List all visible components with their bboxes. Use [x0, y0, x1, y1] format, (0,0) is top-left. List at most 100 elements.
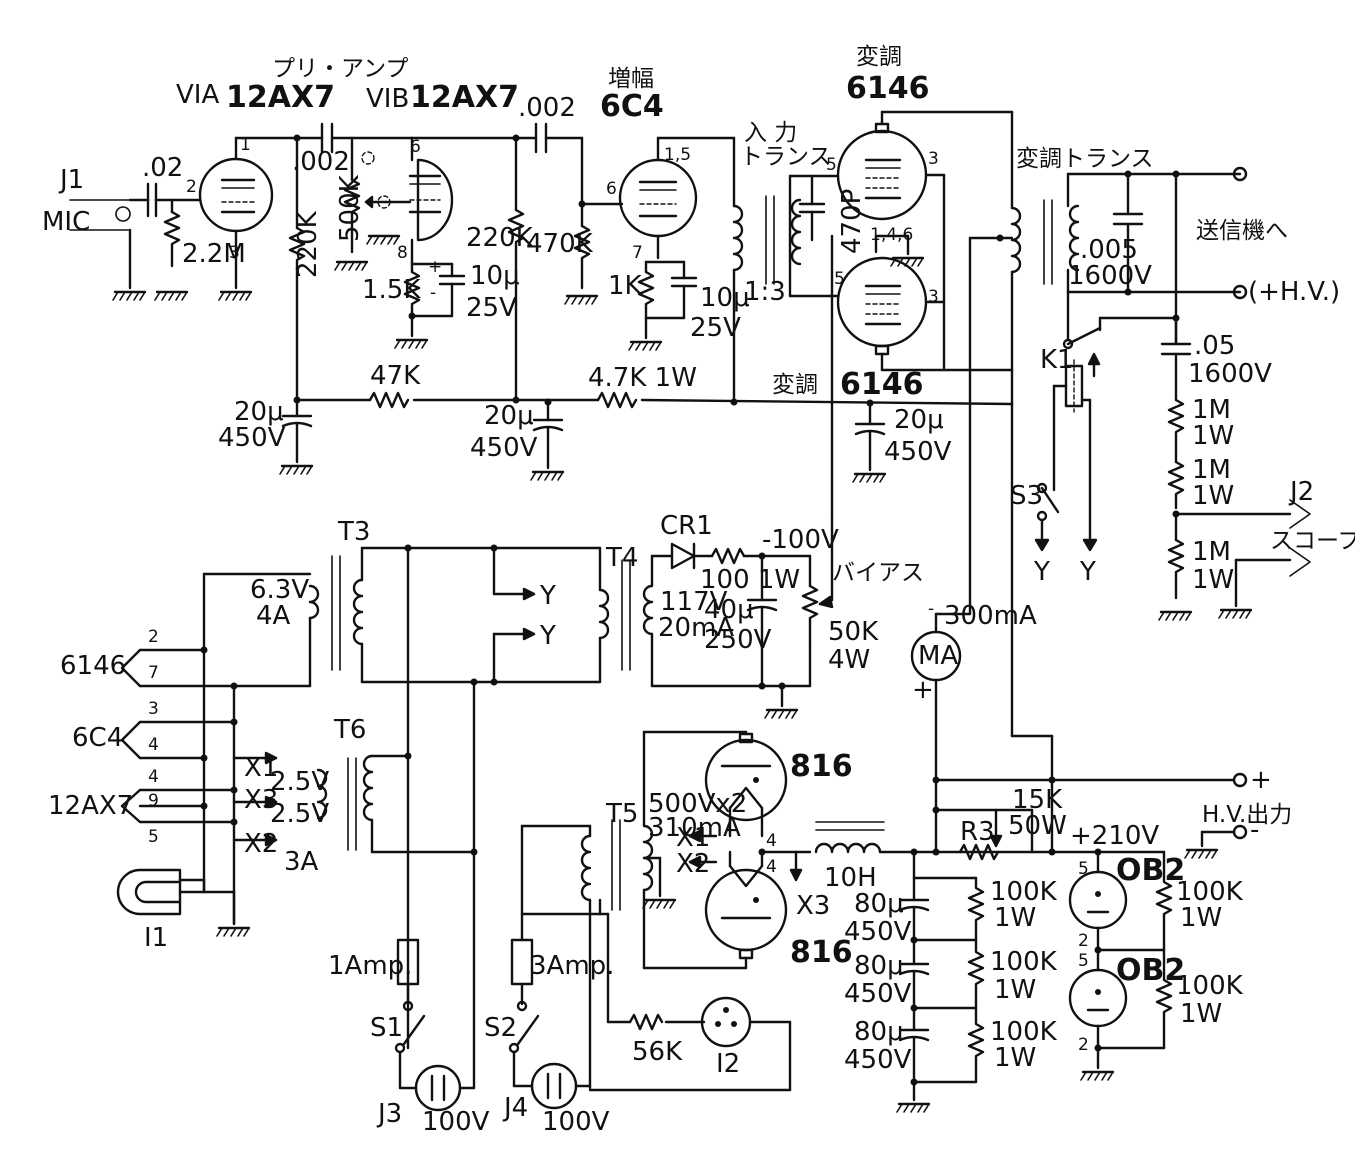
- rect-816-a: 816: [790, 749, 853, 784]
- j4-label: J4: [502, 1093, 528, 1123]
- pin-label: 5: [148, 827, 159, 847]
- t6-label: T6: [333, 715, 366, 745]
- bias-label: バイアス: [832, 560, 924, 586]
- pin-label: 1: [240, 135, 251, 155]
- mod2-type: 6146: [840, 367, 924, 402]
- t4-secondary-current: 20mA: [658, 613, 734, 643]
- pin-label: 2: [1078, 1035, 1089, 1055]
- j3-label: J3: [376, 1099, 402, 1129]
- r-vr1-value-b: 1W: [1180, 903, 1222, 933]
- y-label: Y: [539, 621, 556, 651]
- minus100-label: -100V: [762, 525, 839, 555]
- r-sc1-value-a: 1M: [1192, 395, 1231, 425]
- y-label: Y: [1079, 557, 1096, 587]
- i2-label: I2: [716, 1049, 740, 1079]
- t3-secondary-current: 4A: [256, 601, 291, 631]
- fuse1-label: 1Amp.: [328, 951, 412, 981]
- v1b-label: VIB: [366, 84, 409, 114]
- neon-indicator: [700, 996, 752, 1048]
- input-ratio: 1:3: [744, 277, 786, 307]
- r-cath1-value: 1.5K: [362, 275, 421, 305]
- c-hv3-value-b: 450V: [844, 1045, 912, 1075]
- pin-label: 1,5: [664, 145, 691, 165]
- choke-label: 10H: [824, 863, 877, 893]
- plus-sign: +: [912, 675, 934, 705]
- pin-label: 5: [1078, 951, 1089, 971]
- c-bias-value-b: 250V: [704, 625, 772, 655]
- c-f3-value-a: 20μ: [894, 405, 944, 435]
- j2-label: J2: [1288, 477, 1314, 507]
- pot-bias-value-b: 4W: [828, 645, 870, 675]
- c-f2-value-b: 450V: [470, 433, 538, 463]
- c-scope-value-a: .05: [1194, 331, 1235, 361]
- r-cath2-value: 1K: [608, 271, 643, 301]
- r-sc3-value-b: 1W: [1192, 565, 1234, 595]
- r-hv2-value-a: 100K: [990, 947, 1058, 977]
- filter-cap-3: [851, 401, 887, 484]
- j1-label: J1: [58, 165, 84, 195]
- plus-sign: +: [428, 257, 442, 277]
- pin-label: 6: [606, 179, 617, 199]
- r-sc3-value-a: 1M: [1192, 537, 1231, 567]
- pin-label: 2: [186, 177, 197, 197]
- c-f1-value-a: 20μ: [234, 397, 284, 427]
- t3-label: T3: [337, 517, 370, 547]
- r-hv1-value-b: 1W: [994, 903, 1036, 933]
- pin-label: 9: [148, 791, 159, 811]
- c-f1-value-b: 450V: [218, 423, 286, 453]
- minus-sign: -: [430, 283, 436, 303]
- tube-6c4: [618, 136, 698, 260]
- y-label: Y: [1033, 557, 1050, 587]
- v1a-label: VIA: [176, 80, 219, 110]
- r-hv3-value-b: 1W: [994, 1043, 1036, 1073]
- heater-6c4-label: 6C4: [72, 723, 123, 753]
- r-grid2-value: 470K: [526, 229, 594, 259]
- r-plate1-value: 220K: [293, 210, 323, 278]
- filter-cap-2: [529, 400, 565, 482]
- preamp-title: プリ・アンプ: [272, 56, 408, 82]
- regulator-ob2-top: [1068, 850, 1128, 952]
- k1-label: K1: [1040, 345, 1074, 375]
- modulation-transformer: [1010, 110, 1080, 372]
- s2-label: S2: [484, 1013, 517, 1043]
- pin-label: 3: [928, 149, 939, 169]
- r-sc2-value-b: 1W: [1192, 481, 1234, 511]
- c-f2-value-a: 20μ: [484, 401, 534, 431]
- tube-v1b: [408, 136, 454, 264]
- t6-secondary-1: 2.5V: [270, 767, 329, 797]
- pin-label: 3: [229, 243, 240, 263]
- r-plate2-value: 220K: [466, 223, 534, 253]
- pin-label: 5: [1078, 859, 1089, 879]
- c-scope-value-b: 1600V: [1188, 359, 1272, 389]
- pin-label: 3: [928, 287, 939, 307]
- r-dec1-value: 47K: [370, 361, 421, 391]
- c-f3-value-b: 450V: [884, 437, 952, 467]
- mod-transformer-label: 変調トランス: [1016, 146, 1154, 172]
- c-cath2-value-a: 10μ: [700, 283, 750, 313]
- cr1-label: CR1: [660, 511, 713, 541]
- s3-label: S3: [1010, 481, 1043, 511]
- hv-plus-input-label: (+H.V.): [1248, 277, 1340, 307]
- heater-12ax7-label: 12AX7: [48, 791, 133, 821]
- c-hv1-value-a: 80μ: [854, 889, 904, 919]
- plus210-label: +210V: [1070, 821, 1159, 851]
- c-grid-mod-value: 470P: [837, 189, 867, 254]
- t5-label: T5: [605, 799, 638, 829]
- s1-label: S1: [370, 1013, 403, 1043]
- ac1-label: 100V: [422, 1107, 490, 1137]
- pot-bias-value-a: 50K: [828, 617, 879, 647]
- c-in-value: .02: [142, 153, 183, 183]
- tube-6146-bottom: [836, 256, 928, 372]
- c-hv1-value-b: 450V: [844, 917, 912, 947]
- c-hv2-value-b: 450V: [844, 979, 912, 1009]
- filter-cap-1: [278, 398, 314, 476]
- pin-label: 8: [397, 243, 408, 263]
- pin-label: 6: [410, 137, 421, 157]
- c-cath1-value-a: 10μ: [470, 261, 520, 291]
- r-vr2-value-a: 100K: [1176, 971, 1244, 1001]
- t4-label: T4: [605, 543, 638, 573]
- minus-sign: -: [928, 599, 934, 619]
- x3-label: X3: [244, 785, 278, 815]
- r-vr2-value-b: 1W: [1180, 999, 1222, 1029]
- r-sc1-value-b: 1W: [1192, 421, 1234, 451]
